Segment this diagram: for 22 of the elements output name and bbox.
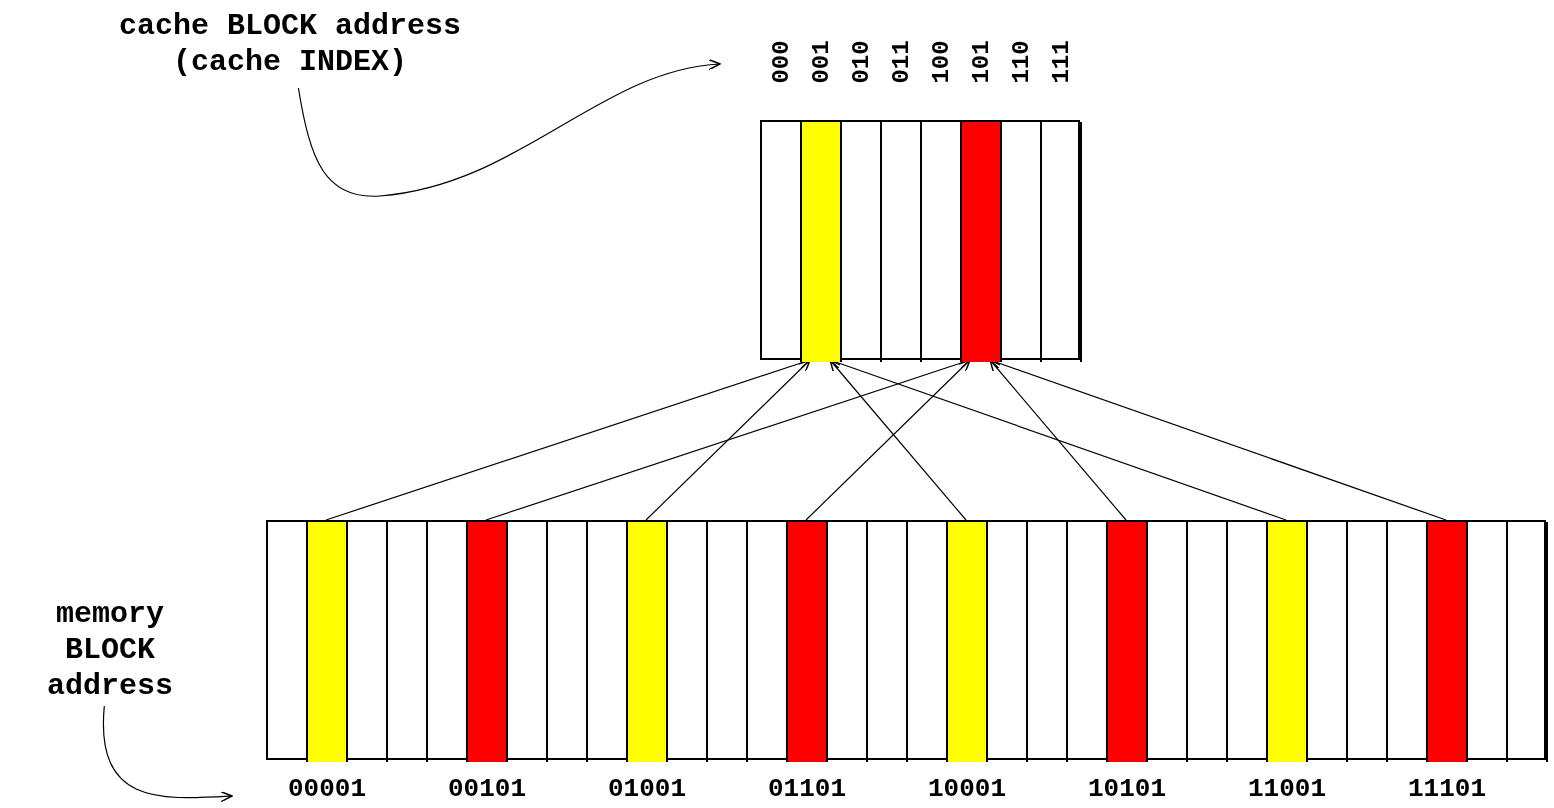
address-label: 11101 — [1408, 774, 1486, 804]
index-label: 010 — [847, 40, 875, 84]
leader-arrow — [102, 705, 233, 803]
address-label: 00101 — [448, 774, 526, 804]
arrow — [645, 359, 811, 521]
index-label: 100 — [927, 40, 955, 84]
arrow — [805, 359, 971, 521]
address-label: 10101 — [1088, 774, 1166, 804]
annotation-text: memory BLOCK address — [15, 596, 205, 706]
leader-arrow — [297, 59, 721, 197]
annotation-text: cache BLOCK address (cache INDEX) — [80, 8, 500, 88]
address-label: 01001 — [608, 774, 686, 804]
address-label: 01101 — [768, 774, 846, 804]
index-label: 000 — [767, 40, 795, 84]
index-label: 001 — [807, 40, 835, 84]
index-label: 110 — [1007, 40, 1035, 84]
index-label: 101 — [967, 40, 995, 84]
index-label: 011 — [887, 40, 915, 84]
address-label: 10001 — [928, 774, 1006, 804]
address-label: 00001 — [288, 774, 366, 804]
address-label: 11001 — [1248, 774, 1326, 804]
index-label: 111 — [1047, 40, 1075, 84]
